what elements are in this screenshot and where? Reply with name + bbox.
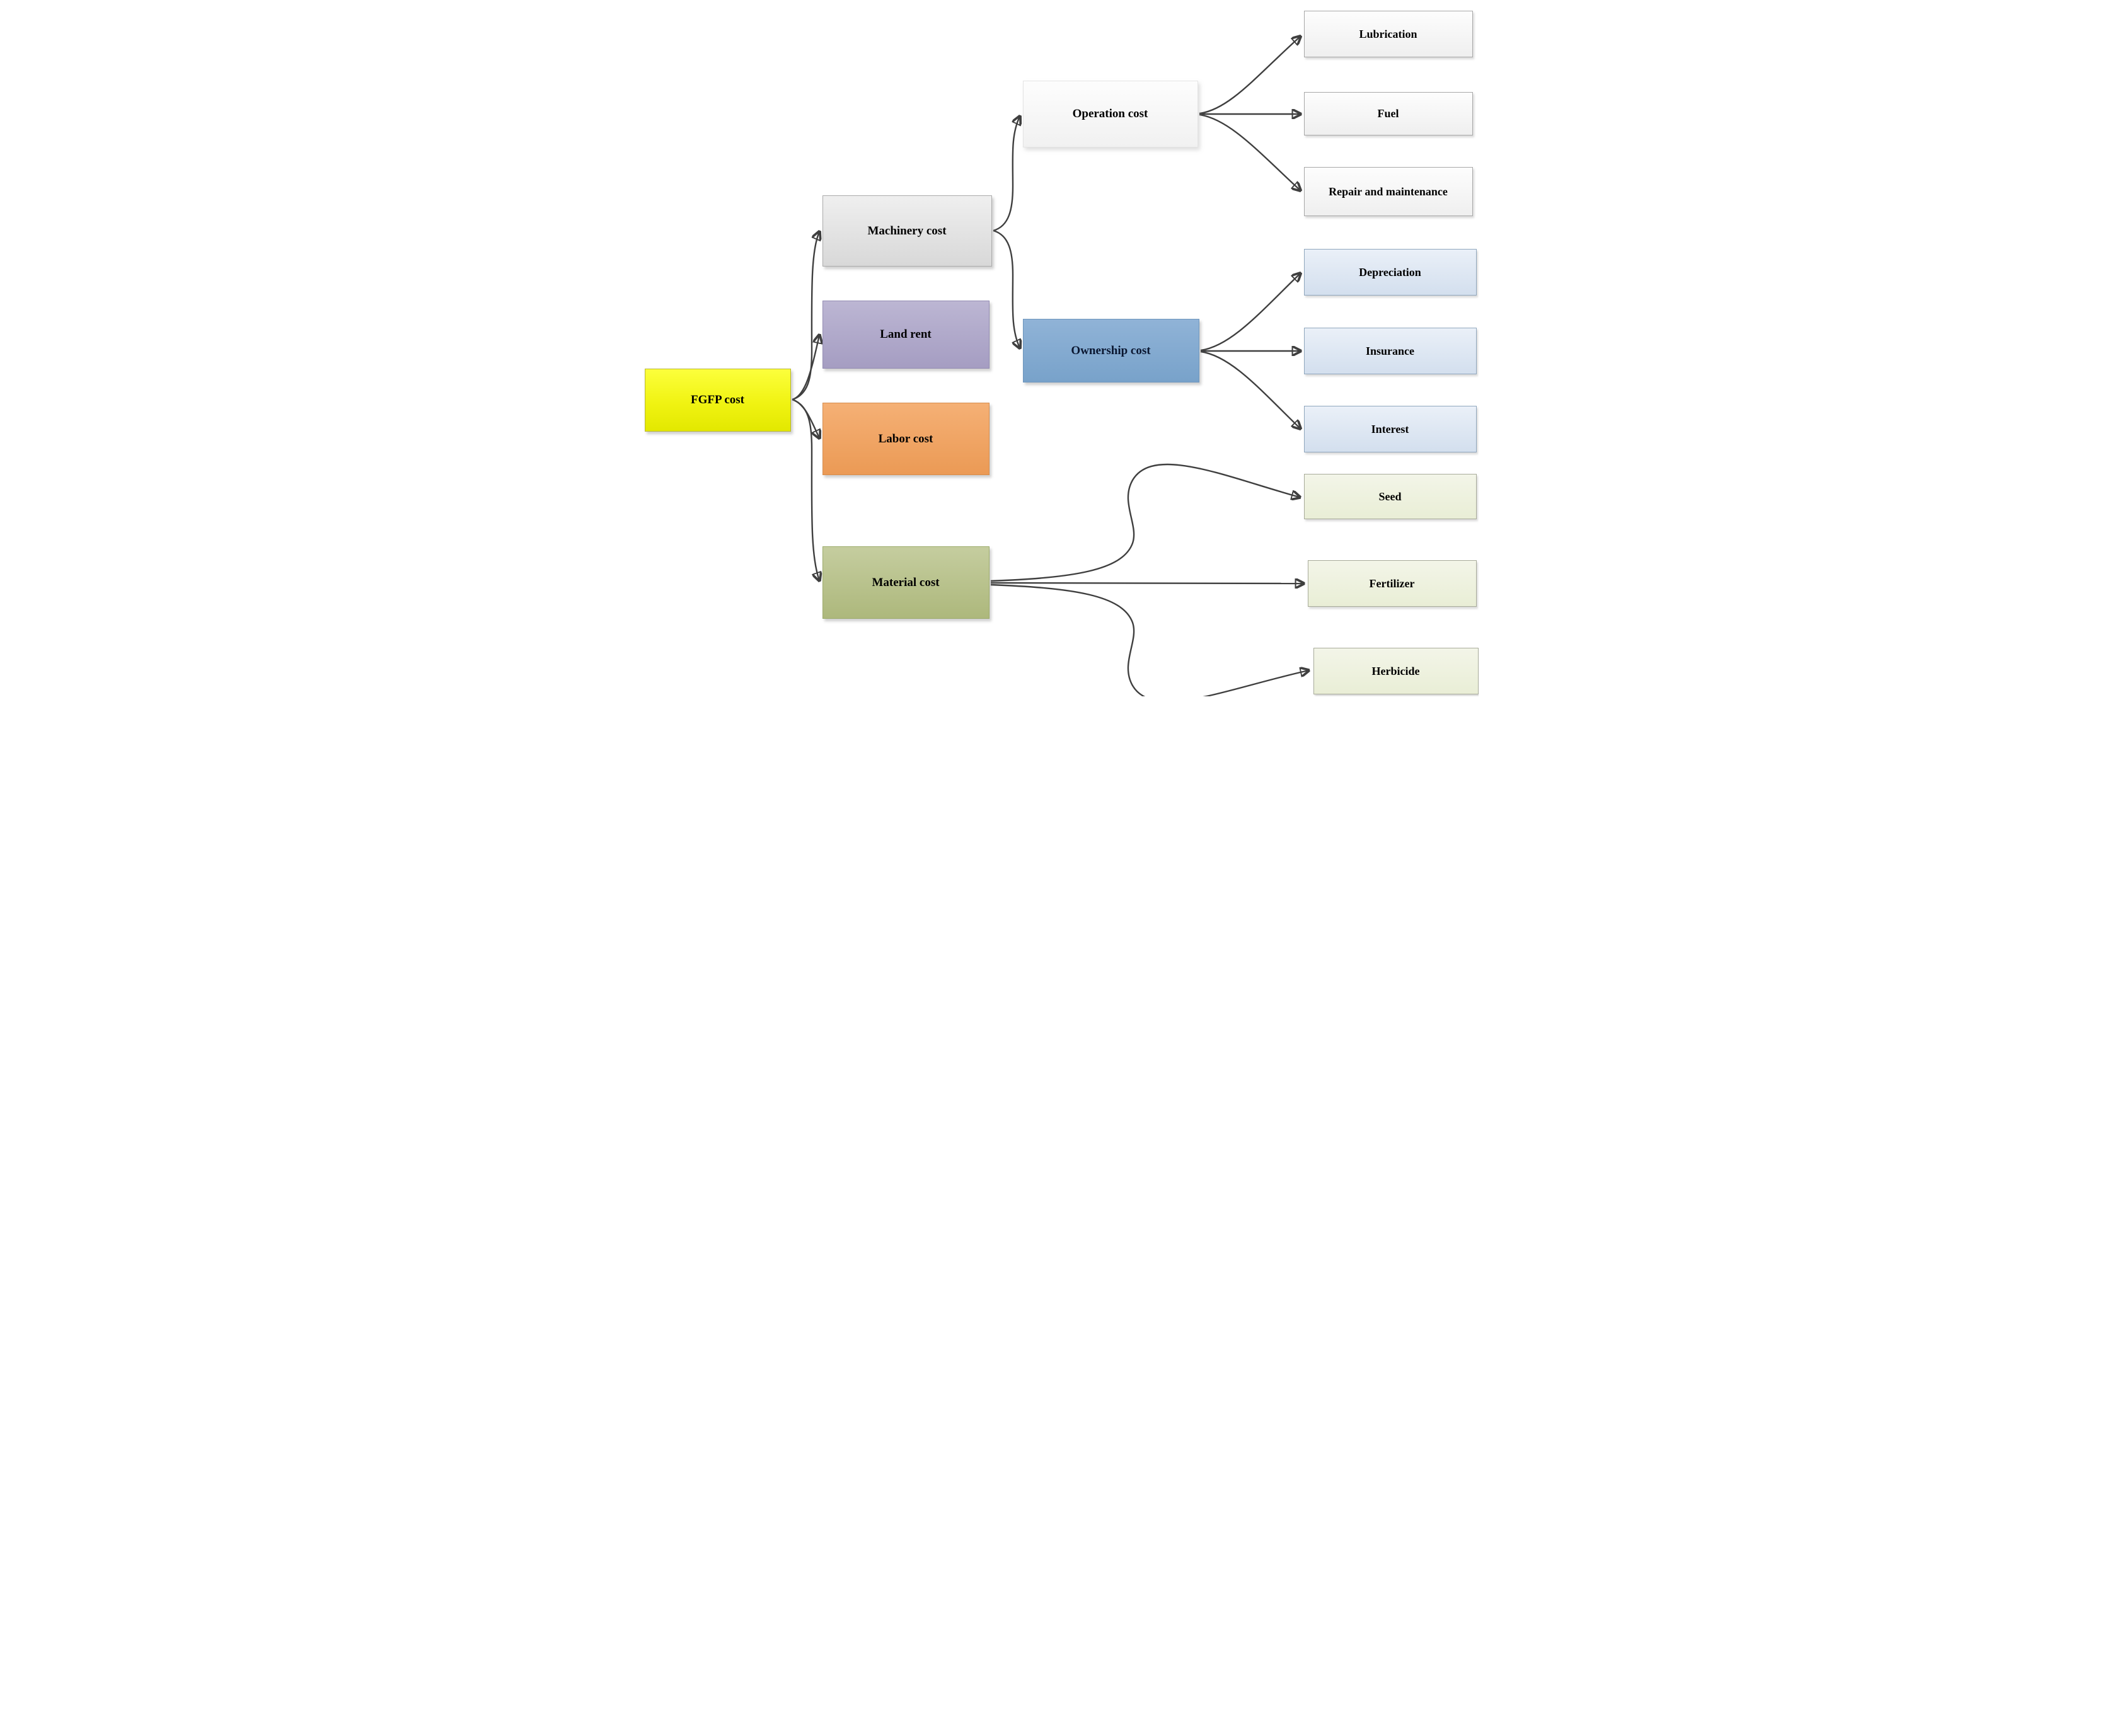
edge-material-herbicide bbox=[990, 583, 1308, 696]
node-machinery-cost: Machinery cost bbox=[822, 195, 992, 267]
edge-machinery-operation bbox=[993, 117, 1020, 232]
edge-fgfp-machinery bbox=[792, 232, 819, 401]
edge-fgfp-material bbox=[792, 398, 819, 580]
node-fuel: Fuel bbox=[1303, 92, 1473, 135]
node-operation-cost: Operation cost bbox=[1022, 81, 1198, 147]
node-fgfp-cost: FGFP cost bbox=[644, 369, 791, 432]
edge-machinery-ownership bbox=[993, 229, 1020, 348]
node-insurance: Insurance bbox=[1303, 328, 1477, 374]
edge-ownership-depreciation bbox=[1200, 273, 1300, 352]
edge-fgfp-land-rent bbox=[792, 335, 819, 401]
node-fertilizer: Fertilizer bbox=[1307, 560, 1477, 607]
node-herbicide: Herbicide bbox=[1313, 648, 1479, 694]
edge-operation-lubrication bbox=[1199, 37, 1300, 115]
edge-material-seed bbox=[990, 463, 1300, 582]
node-interest: Interest bbox=[1303, 406, 1477, 452]
node-lubrication: Lubrication bbox=[1303, 11, 1473, 57]
node-labor-cost: Labor cost bbox=[822, 403, 990, 475]
edge-operation-repair bbox=[1199, 113, 1300, 190]
node-depreciation: Depreciation bbox=[1303, 249, 1477, 296]
node-ownership-cost: Ownership cost bbox=[1022, 319, 1199, 382]
edge-fgfp-labor bbox=[792, 398, 819, 438]
flowchart-canvas: FGFP cost Machinery cost Land rent Labor… bbox=[633, 0, 1479, 696]
edge-ownership-interest bbox=[1200, 350, 1300, 428]
node-repair-and-maintenance: Repair and maintenance bbox=[1303, 167, 1473, 216]
connector-layer bbox=[792, 0, 1479, 696]
node-seed: Seed bbox=[1303, 474, 1477, 519]
node-material-cost: Material cost bbox=[822, 546, 990, 619]
node-land-rent: Land rent bbox=[822, 301, 990, 369]
